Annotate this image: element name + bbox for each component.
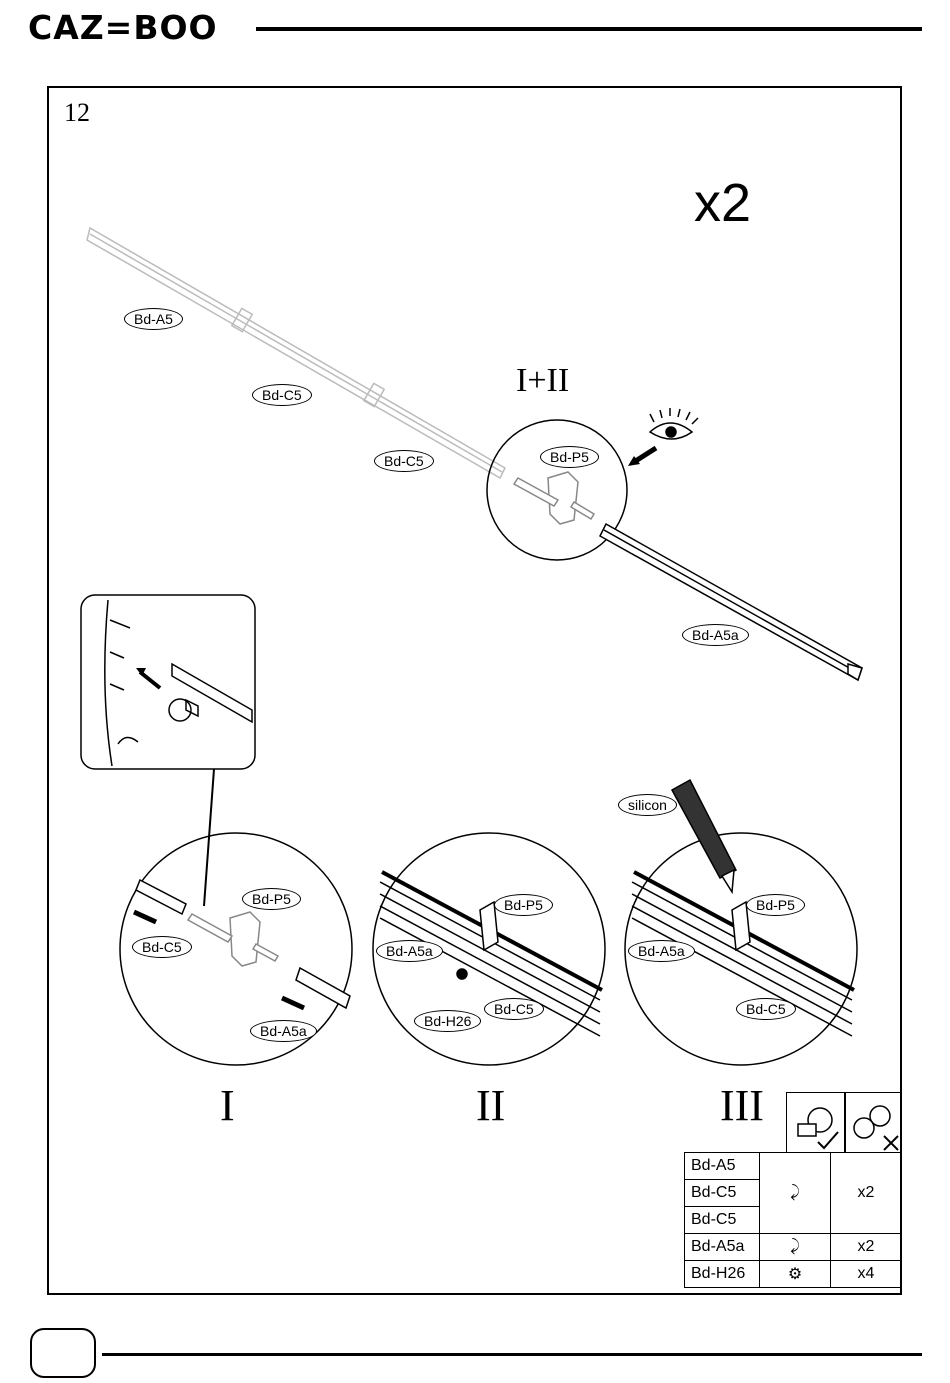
- part-qty: x2: [831, 1234, 902, 1261]
- ghost-rail: [87, 228, 505, 478]
- detail-roman-III: III: [720, 1080, 764, 1131]
- label-I-a5a: Bd-A5a: [250, 1020, 317, 1042]
- label-bd-p5-top: Bd-P5: [540, 446, 599, 468]
- part-name: Bd-H26: [685, 1261, 760, 1288]
- parts-table: Bd-A5 ⤸ x2 Bd-C5 Bd-C5 Bd-A5a ⤸ x2 Bd-H2…: [684, 1152, 902, 1288]
- hardware-legend: [786, 1092, 902, 1152]
- label-II-c5: Bd-C5: [484, 998, 544, 1020]
- label-II-h26: Bd-H26: [414, 1010, 481, 1032]
- screw-icon: ⚙: [760, 1261, 831, 1288]
- label-II-a5a: Bd-A5a: [376, 940, 443, 962]
- label-I-p5: Bd-P5: [242, 888, 301, 910]
- label-II-p5: Bd-P5: [494, 894, 553, 916]
- table-row: Bd-H26 ⚙ x4: [685, 1261, 902, 1288]
- part-name: Bd-A5: [685, 1153, 760, 1180]
- label-III-c5: Bd-C5: [736, 998, 796, 1020]
- profile-icon: ⤸: [760, 1234, 831, 1261]
- label-bd-c5-2: Bd-C5: [374, 450, 434, 472]
- bracket-top: [514, 472, 594, 524]
- detail-title-top: I+II: [516, 362, 569, 400]
- rail-a5a: [600, 524, 862, 680]
- part-name: Bd-A5a: [685, 1234, 760, 1261]
- part-name: Bd-C5: [685, 1180, 760, 1207]
- table-row: Bd-A5a ⤸ x2: [685, 1234, 902, 1261]
- eye-icon: [650, 408, 698, 439]
- label-III-p5: Bd-P5: [746, 894, 805, 916]
- detail-roman-I: I: [220, 1080, 235, 1131]
- label-I-c5: Bd-C5: [132, 936, 192, 958]
- arrow-to-detail: [634, 448, 656, 462]
- label-bd-c5-1: Bd-C5: [252, 384, 312, 406]
- footer-rule: [102, 1353, 922, 1356]
- part-qty: x2: [831, 1153, 902, 1234]
- label-III-a5a: Bd-A5a: [628, 940, 695, 962]
- profile-icon: ⤸: [760, 1153, 831, 1234]
- page-number-tab: [30, 1328, 96, 1378]
- part-name: Bd-C5: [685, 1207, 760, 1234]
- label-bd-a5: Bd-A5: [124, 308, 183, 330]
- detail-roman-II: II: [476, 1080, 505, 1131]
- part-qty: x4: [831, 1261, 902, 1288]
- silicon-tube-icon: [672, 780, 736, 892]
- label-bd-a5a-top: Bd-A5a: [682, 624, 749, 646]
- label-silicon: silicon: [618, 794, 677, 816]
- table-row: Bd-A5 ⤸ x2: [685, 1153, 902, 1180]
